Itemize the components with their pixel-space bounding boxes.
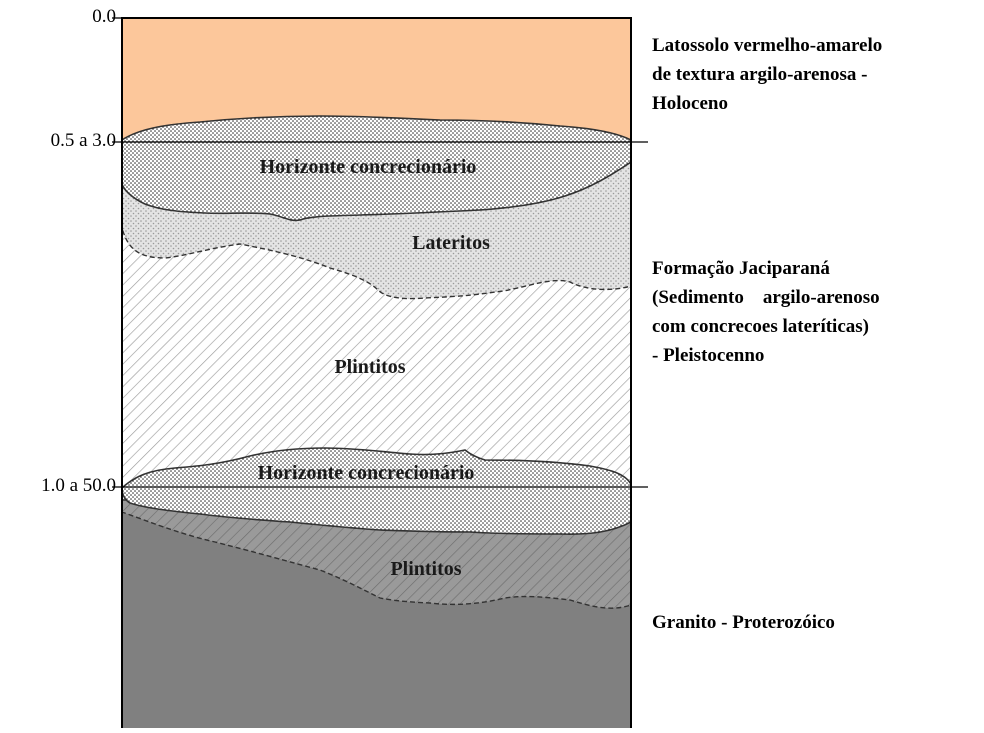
horizonte-lower-zone bbox=[122, 447, 631, 535]
jaciparana-line-1: Formação Jaciparaná bbox=[652, 258, 830, 279]
label-plintitos-upper: Plintitos bbox=[334, 356, 405, 378]
latossolo-line-2: de textura argilo-arenosa - bbox=[652, 64, 868, 85]
granito-line-1: Granito - Proterozóico bbox=[652, 612, 835, 633]
label-horizonte-upper: Horizonte concrecionário bbox=[260, 156, 477, 178]
depth-label-bottom: 1.0 a 50.0 bbox=[41, 475, 116, 496]
label-plintitos-lower: Plintitos bbox=[390, 558, 461, 580]
latossolo-line-3: Holoceno bbox=[652, 93, 728, 114]
description-granito: Granito - Proterozóico bbox=[652, 608, 835, 637]
depth-label-middle: 0.5 a 3.0 bbox=[50, 130, 116, 151]
jaciparana-line-3: com concrecoes lateríticas) bbox=[652, 316, 869, 337]
label-lateritos: Lateritos bbox=[412, 232, 490, 254]
latossolo-line-1: Latossolo vermelho-amarelo bbox=[652, 35, 883, 56]
description-jaciparana: Formação Jaciparaná (Sedimento argilo-ar… bbox=[652, 254, 880, 370]
description-latossolo: Latossolo vermelho-amarelo de textura ar… bbox=[652, 31, 882, 118]
jaciparana-line-4: - Pleistocenno bbox=[652, 345, 765, 366]
jaciparana-line-2: (Sedimento argilo-arenoso bbox=[652, 287, 880, 308]
label-horizonte-lower: Horizonte concrecionário bbox=[258, 462, 475, 484]
depth-label-top: 0.0 bbox=[92, 6, 116, 27]
